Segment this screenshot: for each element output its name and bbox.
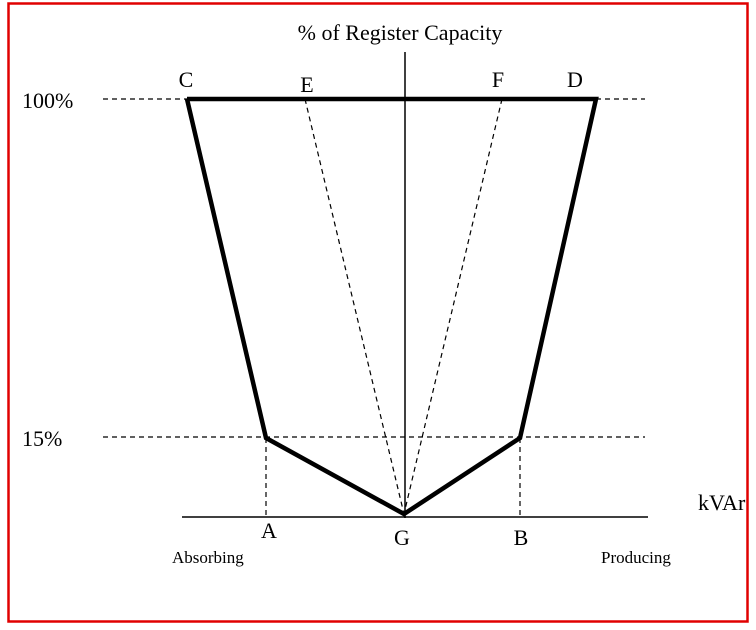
producing-label: Producing [601,548,671,567]
point-e-label: E [300,72,313,97]
point-a-label: A [261,518,277,543]
dash-e-g [304,98,405,515]
point-c-label: C [179,67,194,92]
point-b-label: B [514,525,529,550]
point-f-label: F [492,67,504,92]
border [7,2,749,623]
diagram-title: % of Register Capacity [298,20,503,45]
x-axis-label: kVAr [698,490,746,515]
level-15-label: 15% [22,426,62,451]
point-d-label: D [567,67,583,92]
capability-boundary [184,96,599,517]
absorbing-label: Absorbing [172,548,244,567]
level-100-label: 100% [22,88,73,113]
dash-f-g [403,98,503,515]
point-g-label: G [394,525,410,550]
